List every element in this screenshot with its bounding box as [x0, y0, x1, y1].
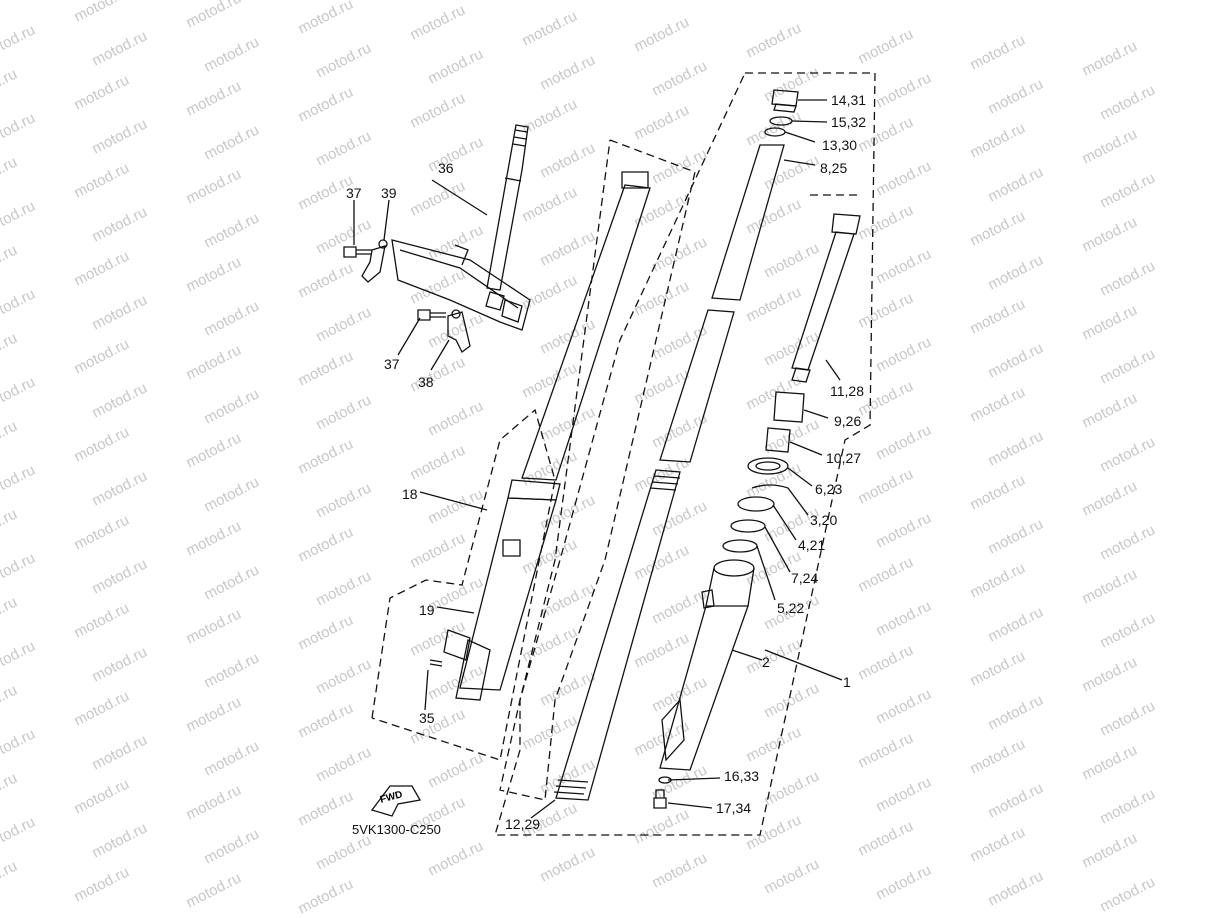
- bolt-37-upper: [343, 246, 372, 258]
- spacer-9-26: [773, 391, 805, 423]
- lower-bracket: [391, 239, 531, 331]
- callout-37-lower: 37: [384, 356, 400, 372]
- callout-37-upper: 37: [346, 185, 362, 201]
- callout-14-31: 14,31: [831, 92, 867, 108]
- diagram-code: 5VK1300-C250: [352, 822, 441, 837]
- dashed-outline-assembly-1: [494, 72, 876, 836]
- callout-2: 2: [762, 654, 770, 670]
- callout-8-25: 8,25: [820, 160, 848, 176]
- outer-tube-2: [659, 559, 755, 771]
- callout-19: 19: [419, 602, 435, 618]
- washer-7-24: [730, 519, 766, 533]
- steering-stem: [486, 124, 529, 291]
- damper-cartridge: [791, 213, 861, 383]
- callout-16-33: 16,33: [724, 768, 760, 784]
- callout-9-26: 9,26: [834, 413, 862, 429]
- callout-36: 36: [438, 160, 454, 176]
- bracket-39: [361, 245, 386, 283]
- cap-bolt: [771, 89, 799, 113]
- damper-rod: [553, 469, 681, 801]
- outer-tube: [429, 539, 521, 701]
- callout-1: 1: [843, 674, 851, 690]
- callout-12-29: 12,29: [505, 816, 541, 832]
- dust-seal-6-23: [747, 457, 789, 475]
- callout-4-21: 4,21: [798, 537, 826, 553]
- callout-39: 39: [381, 185, 397, 201]
- callout-17-34: 17,34: [716, 800, 752, 816]
- clip-3-20: [751, 484, 789, 489]
- callout-11-28: 11,28: [830, 383, 864, 399]
- dashed-outline-outer-tube: [371, 408, 556, 761]
- dashed-outline-inner-tube: [499, 139, 696, 801]
- callout-18: 18: [402, 486, 418, 502]
- bolt-17-34: [653, 789, 667, 809]
- bushing-10-27: [765, 427, 791, 453]
- slide-bushing-5-22: [722, 539, 758, 553]
- callout-35: 35: [419, 710, 435, 726]
- callout-6-23: 6,23: [815, 481, 843, 497]
- callout-15-32: 15,32: [831, 114, 867, 130]
- fwd-arrow: [370, 785, 422, 817]
- oil-seal-4-21: [737, 496, 775, 512]
- o-ring-15-32: [769, 116, 793, 126]
- callout-3-20: 3,20: [810, 512, 838, 528]
- bolt-37-lower: [417, 309, 446, 321]
- callout-13-30: 13,30: [822, 137, 858, 153]
- callout-38: 38: [418, 374, 434, 390]
- washer-13-30: [764, 127, 786, 137]
- callout-5-22: 5,22: [777, 600, 805, 616]
- callout-7-24: 7,24: [791, 570, 819, 586]
- callout-10-27: 10,27: [826, 450, 862, 466]
- fork-spring: [659, 144, 785, 463]
- inner-tube: [459, 171, 651, 691]
- bracket-38: [447, 311, 471, 353]
- leader-lines: [353, 99, 843, 819]
